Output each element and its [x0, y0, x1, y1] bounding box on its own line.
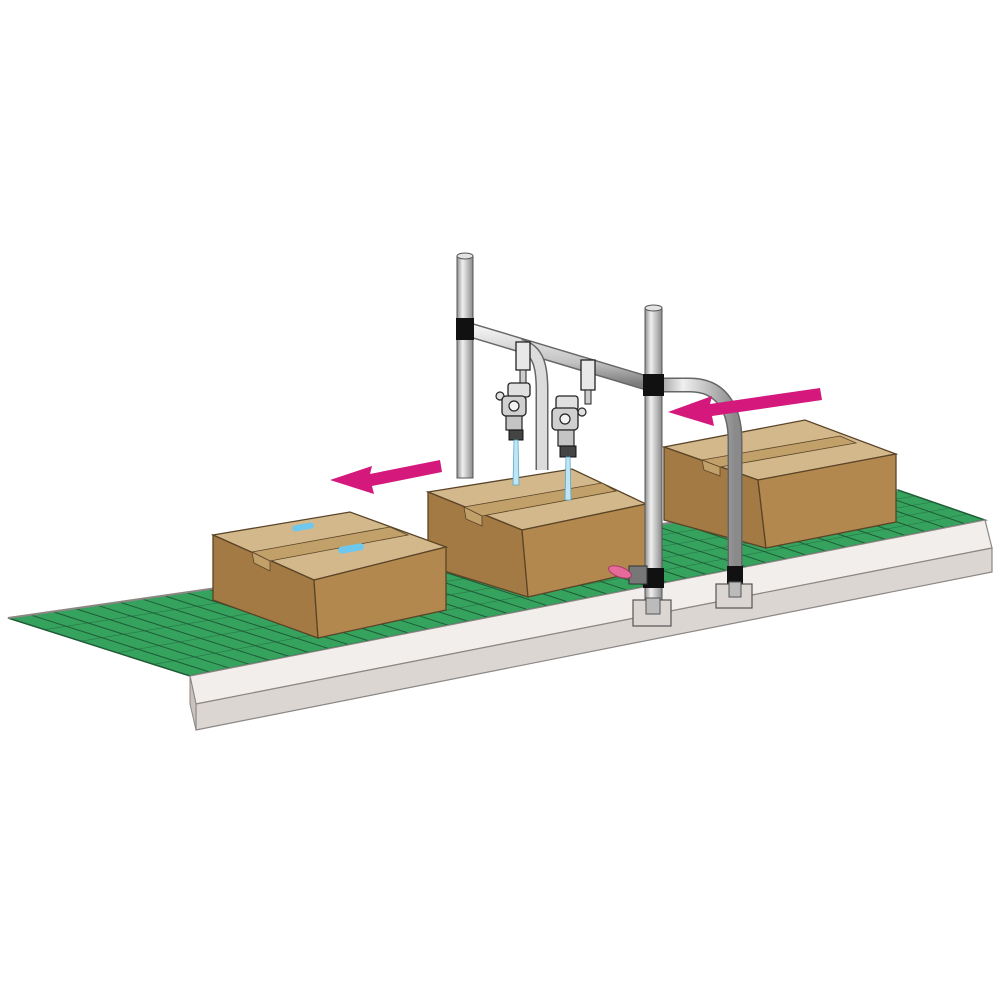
frame-post-rear-left	[456, 255, 474, 479]
cardboard-box-left	[210, 511, 449, 639]
nozzle-hanger-right	[580, 359, 596, 391]
cardboard-box-right	[661, 419, 899, 549]
belt-slat-line	[163, 595, 330, 650]
conveyor-rail-end	[189, 675, 197, 731]
belt-slat-line	[141, 598, 310, 654]
frame-joint	[727, 566, 743, 584]
frame-post-front	[644, 307, 663, 611]
label-mark	[338, 543, 364, 554]
spray-nozzle-left	[495, 369, 531, 486]
direction-arrow-right	[668, 388, 822, 426]
belt-slat-line	[74, 607, 250, 665]
sensor-beam-lens	[608, 565, 632, 579]
belt-slat-line	[30, 614, 211, 673]
belt-slat-line	[119, 601, 290, 657]
spray-jet	[564, 456, 572, 501]
belt-slat-line	[96, 604, 270, 661]
label-mark	[292, 522, 314, 532]
spray-frame	[456, 252, 753, 627]
frame-joint	[643, 568, 664, 588]
belt-slat-line	[52, 611, 230, 669]
frame-joint	[456, 318, 474, 340]
belt-slat-line	[653, 524, 767, 564]
frame-joint	[643, 374, 664, 396]
nozzle-hanger-left	[515, 341, 531, 371]
direction-arrow-left	[330, 460, 442, 494]
spray-nozzle-right	[551, 389, 592, 501]
spray-jet	[512, 439, 520, 486]
